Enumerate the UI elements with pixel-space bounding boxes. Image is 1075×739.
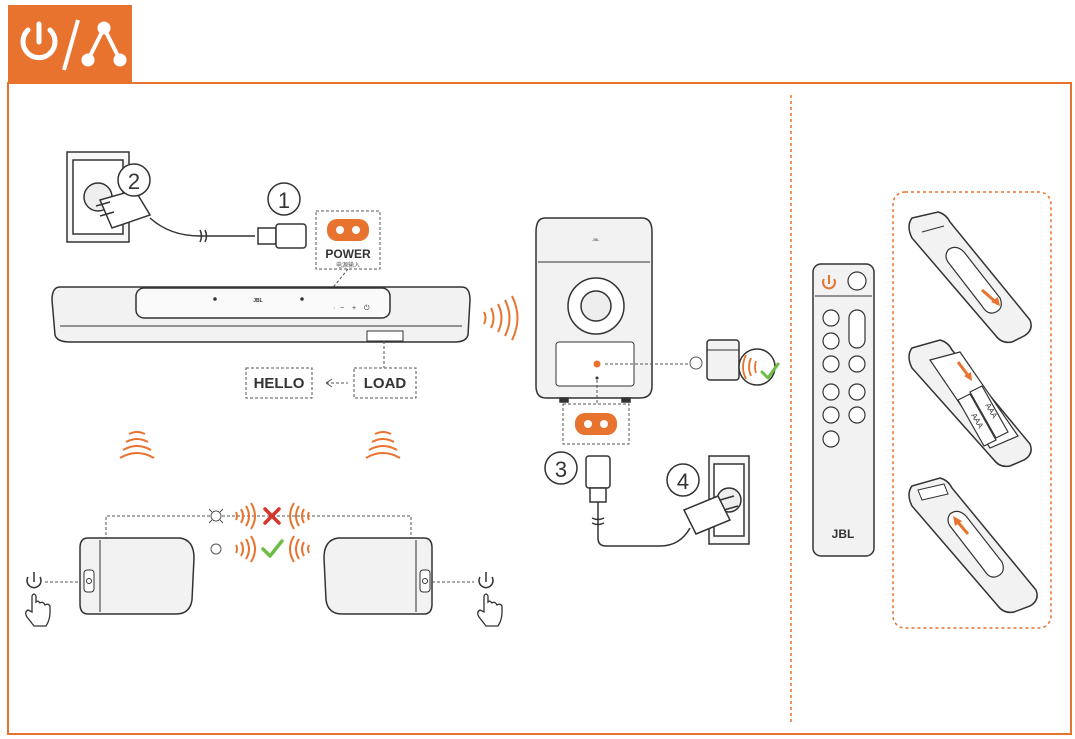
check-icon xyxy=(760,362,780,380)
plug-bottom xyxy=(682,495,739,535)
remote-volume-rocker xyxy=(848,309,866,349)
subwoofer-inlet-dot xyxy=(595,376,599,380)
pairing-bracket xyxy=(105,515,412,540)
waves-incoming xyxy=(742,354,757,380)
hello-text: HELLO xyxy=(254,375,305,392)
power-press-left xyxy=(25,572,80,627)
cable-break-top xyxy=(199,229,208,243)
remote-logo: JBL xyxy=(832,527,855,541)
step-2: 2 xyxy=(117,163,151,197)
pairing-fail-row xyxy=(208,502,310,530)
cable-break-bottom xyxy=(591,517,605,526)
remote-control: JBL xyxy=(812,263,875,557)
waves-up-right xyxy=(365,431,401,459)
power-label: POWER xyxy=(325,247,371,261)
waves-outgoing xyxy=(235,535,256,563)
slash-divider xyxy=(62,19,80,71)
iec-connector-bottom xyxy=(585,455,611,503)
hand-pointer-icon xyxy=(25,593,51,627)
svg-text:⏻: ⏻ xyxy=(364,304,370,312)
hand-pointer-icon xyxy=(477,593,503,627)
subwoofer: JBL xyxy=(535,217,653,403)
step-4-label: 4 xyxy=(677,469,689,494)
pairing-success-row xyxy=(210,535,310,563)
sub-power-inlet-callout xyxy=(562,403,630,445)
waves-up-left xyxy=(119,431,155,459)
battery-panel xyxy=(892,191,1052,629)
power-sub-label: 电源输入 xyxy=(336,261,360,269)
svg-text:·: · xyxy=(333,305,335,312)
solid-led-icon xyxy=(210,543,222,555)
remote-button-column-right xyxy=(848,355,866,424)
hello-display-box: HELLO xyxy=(245,367,313,399)
slide-up-arrowhead xyxy=(953,516,962,526)
network-icon xyxy=(81,21,127,67)
step-1-label: 1 xyxy=(278,188,290,213)
check-icon xyxy=(261,539,284,558)
waves-incoming xyxy=(289,502,310,530)
power-icon xyxy=(26,572,42,589)
remote-button-column-left xyxy=(822,309,840,448)
arrow-load-to-hello xyxy=(325,378,348,388)
step-2-label: 2 xyxy=(128,169,140,194)
svg-text:+: + xyxy=(352,305,356,312)
step-3: 3 xyxy=(544,451,578,485)
surround-speaker-left xyxy=(79,537,195,615)
plug-top xyxy=(95,189,152,229)
soundbar: JBL xyxy=(51,286,471,343)
soundbar-logo: JBL xyxy=(253,298,262,304)
mini-subwoofer xyxy=(706,339,740,381)
remote-back-closing xyxy=(908,477,1038,614)
power-icon xyxy=(478,572,494,589)
cross-icon xyxy=(263,507,281,525)
mini-status-bubble xyxy=(738,348,776,386)
step-4: 4 xyxy=(666,463,700,497)
waves-incoming xyxy=(289,535,310,563)
subwoofer-logo: JBL xyxy=(593,237,601,242)
step-1: 1 xyxy=(267,182,301,216)
blinking-led-icon xyxy=(208,508,224,524)
power-press-right xyxy=(432,572,503,627)
load-display-box: LOAD xyxy=(353,367,417,399)
sub-status-led xyxy=(689,356,703,370)
iec-connector-top xyxy=(257,223,307,249)
wireless-waves-right xyxy=(483,295,519,341)
slide-down-arrowhead xyxy=(991,297,1000,306)
soundbar-buttons: · − + ⏻ xyxy=(333,304,370,312)
step-3-label: 3 xyxy=(555,457,567,482)
svg-text:−: − xyxy=(340,305,344,312)
power-icon xyxy=(20,21,58,61)
load-text: LOAD xyxy=(364,375,407,392)
power-inlet-callout: POWER 电源输入 xyxy=(315,210,381,270)
main-frame xyxy=(7,82,1072,735)
remote-back-open xyxy=(908,211,1032,344)
surround-speaker-right xyxy=(323,537,433,615)
waves-outgoing xyxy=(235,502,256,530)
subwoofer-pair-led xyxy=(593,360,601,368)
battery-aaa-1: AAA xyxy=(957,393,997,447)
power-icon xyxy=(822,275,836,290)
insert-arrowhead-1 xyxy=(964,372,972,381)
cable-top xyxy=(149,217,255,237)
header-badge xyxy=(8,5,132,83)
cable-bottom xyxy=(597,502,691,547)
